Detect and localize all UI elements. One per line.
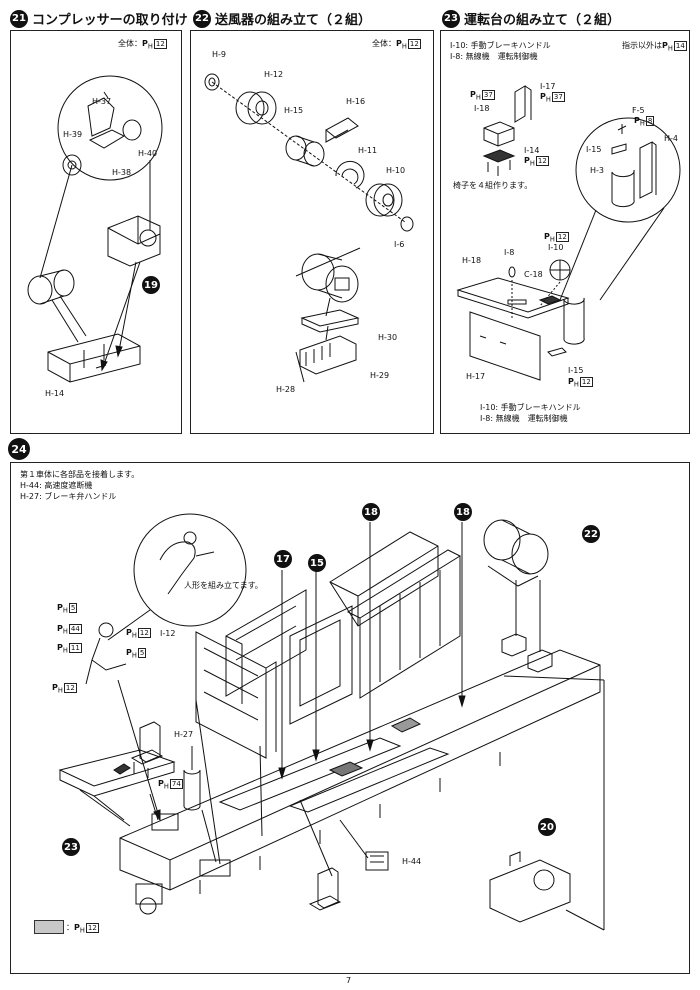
part-label-h15: H-15 — [284, 106, 304, 115]
part-label-h39: H-39 — [63, 130, 83, 139]
part-label-h12: H-12 — [264, 70, 284, 79]
part-label-h3: H-3 — [590, 166, 604, 175]
part-label-h4: H-4 — [664, 134, 678, 143]
part-label-i15b: I-15 — [568, 366, 584, 375]
part-label-h40: H-40 — [138, 149, 158, 158]
step-title: 運転台の組み立て（２組） — [464, 13, 621, 28]
part-label-h16: H-16 — [346, 97, 366, 106]
step-24-intro: 第１車体に各部品を接着します。 H-44: 高速度遮断機 H-27: ブレーキ弁… — [20, 470, 140, 501]
part-label-h9: H-9 — [212, 50, 226, 59]
chair-note: 椅子を４組作ります。 — [453, 181, 533, 190]
paint-legend-swatch — [34, 920, 64, 934]
part-label-h29: H-29 — [370, 371, 390, 380]
part-label-h10: H-10 — [386, 166, 406, 175]
step-number-badge: 23 — [442, 9, 460, 28]
part-label-i6: I-6 — [394, 240, 405, 249]
step-number-badge: 21 — [10, 9, 28, 28]
part-label-i18: I-18 — [474, 104, 490, 113]
page-number: 7 — [346, 976, 352, 985]
part-label-h14: H-14 — [45, 389, 65, 398]
part-label-h27: H-27 — [174, 730, 194, 739]
part-label-h18: H-18 — [462, 256, 482, 265]
ref-badge-15: 15 — [308, 554, 326, 572]
step-22-panel — [190, 30, 434, 434]
part-label-i12: I-12 — [160, 629, 176, 638]
part-label-h38: H-38 — [112, 168, 132, 177]
figure-note: 人形を組み立てます。 — [184, 581, 263, 590]
part-label-h28: H-28 — [276, 385, 296, 394]
step-22-header: 22 送風器の組み立て（２組） — [193, 9, 371, 28]
part-label-c18: C-18 — [524, 270, 543, 279]
part-label-h44: H-44 — [402, 857, 422, 866]
step-21-panel — [10, 30, 182, 434]
step-number-badge: 22 — [193, 9, 211, 28]
part-label-i15a: I-15 — [586, 145, 602, 154]
legend-bottom: I-10: 手動ブレーキハンドル I-8: 無線機 運転制御機 — [480, 403, 581, 423]
part-label-f5: F-5 — [632, 106, 645, 115]
ref-badge-18a: 18 — [362, 503, 380, 521]
ref-badge-22: 22 — [582, 525, 600, 543]
step-title: コンプレッサーの取り付け — [32, 13, 188, 28]
ref-badge-23: 23 — [62, 838, 80, 856]
part-label-i8: I-8 — [504, 248, 515, 257]
part-label-i10: I-10 — [548, 243, 564, 252]
ref-badge-19: 19 — [142, 276, 160, 294]
part-label-h30: H-30 — [378, 333, 398, 342]
part-label-h37: H-37 — [92, 97, 112, 106]
part-label-i14: I-14 — [524, 146, 540, 155]
step-23-header: 23 運転台の組み立て（２組） — [442, 9, 620, 28]
ref-badge-18b: 18 — [454, 503, 472, 521]
step-24-number-badge: 24 — [8, 438, 30, 460]
ref-badge-17: 17 — [274, 550, 292, 568]
step-title: 送風器の組み立て（２組） — [215, 13, 372, 28]
part-label-h11: H-11 — [358, 146, 378, 155]
part-label-h17: H-17 — [466, 372, 486, 381]
part-label-i17: I-17 — [540, 82, 556, 91]
legend-top: I-10: 手動ブレーキハンドル I-8: 無線機 運転制御機 — [450, 41, 551, 61]
step-21-header: 21 コンプレッサーの取り付け — [10, 9, 188, 28]
ref-badge-20: 20 — [538, 818, 556, 836]
